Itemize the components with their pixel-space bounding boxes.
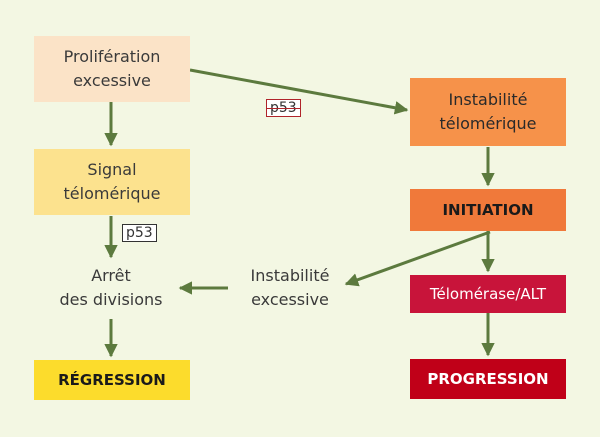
arrow-proliferation-to-instabilite <box>189 68 409 115</box>
node-instabilite-telomerique: Instabilité télomérique <box>410 78 566 146</box>
node-telomerase-label: Télomérase/ALT <box>429 285 547 303</box>
node-initiation-label: INITIATION <box>442 201 534 219</box>
p53-inhibited-tag: p53 <box>266 99 301 117</box>
node-proliferation: Prolifération excessive <box>34 36 190 102</box>
node-progression: PROGRESSION <box>410 359 566 399</box>
node-proliferation-label: Prolifération excessive <box>63 47 161 90</box>
node-arret-label: Arrêt des divisions <box>59 266 163 309</box>
arrow-initiation-to-instabilite-excessive <box>344 230 491 287</box>
node-instabilite-excessive: Instabilité excessive <box>228 258 352 318</box>
node-initiation: INITIATION <box>410 189 566 231</box>
node-arret: Arrêt des divisions <box>40 258 182 318</box>
p53-tag: p53 <box>122 224 157 242</box>
node-signal-label: Signal télomérique <box>63 160 161 203</box>
node-regression: RÉGRESSION <box>34 360 190 400</box>
node-regression-label: RÉGRESSION <box>58 371 166 389</box>
node-signal: Signal télomérique <box>34 149 190 215</box>
node-telomerase: Télomérase/ALT <box>410 275 566 313</box>
node-instabilite-telomerique-label: Instabilité télomérique <box>439 90 537 133</box>
node-progression-label: PROGRESSION <box>427 370 549 388</box>
node-instabilite-excessive-label: Instabilité excessive <box>250 266 330 309</box>
